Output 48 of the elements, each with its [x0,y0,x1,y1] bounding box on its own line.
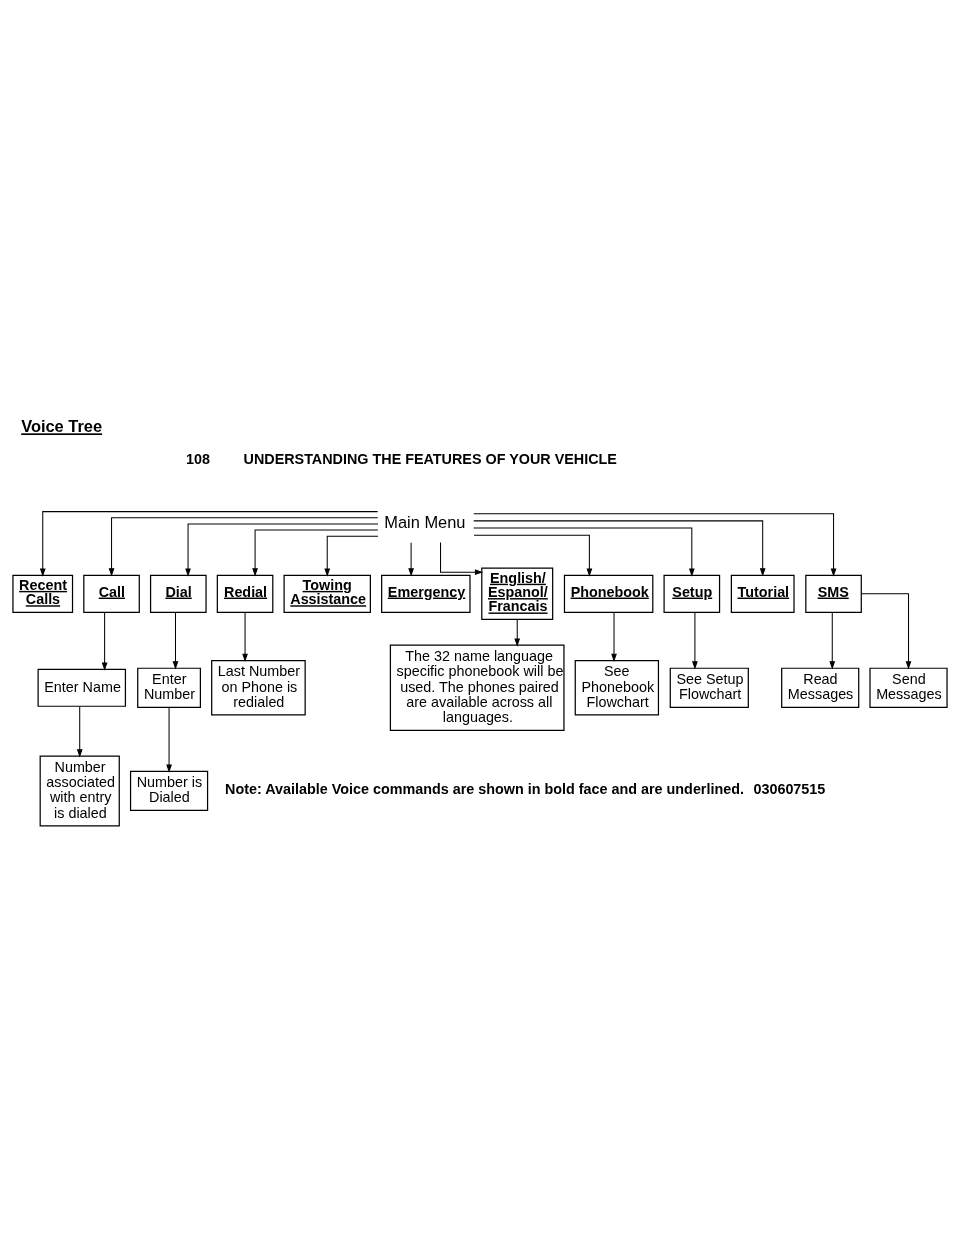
node-box: English/ Espanol/ Francais [481,567,554,621]
arrow [252,529,379,577]
arrow [172,611,179,670]
arrow [101,611,108,671]
label: UNDERSTANDING THE FEATURES OF YOUR VEHICLE [243,451,617,468]
label: 030607515 [753,780,826,797]
arrow [324,535,379,577]
arrow [473,513,837,577]
node-box: Call [83,574,140,613]
node-box: Number is Dialed [129,770,209,812]
node-box: Emergency [381,574,471,613]
arrow [829,611,836,670]
node-text: Main Menu [384,512,466,531]
arrow [76,706,83,758]
arrow [166,707,172,773]
node-box: SMS [805,574,862,613]
node-box: Enter Number [137,667,201,708]
arrow [473,534,593,577]
node-box: Read Messages [781,667,860,708]
label: Note: Available Voice commands are shown in bold face and are underlined. [225,780,744,797]
arrow [473,527,695,577]
arrow [860,593,912,670]
node-box: Send Messages [869,667,948,708]
arrow [692,611,698,670]
node-box: Redial [216,574,274,613]
node-box: See Setup Flowchart [669,667,749,708]
node-box: Last Number on Phone is redialed [211,659,306,716]
arrow [108,517,379,577]
node-box: Towing Assistance [283,574,371,613]
node-box: Phonebook [563,574,654,613]
node-box: See Phonebook Flowchart [574,659,660,716]
diagram-title: Voice Tree [21,417,103,436]
arrow [242,611,248,662]
arrow [473,520,766,577]
arrow [408,542,414,577]
node-box: Setup [663,574,721,613]
node-box: The 32 name language specific phonebook will be used. The phones paired are available across all languages. [389,644,565,731]
node-box: Enter Name [37,668,127,707]
node-box: Recent Calls [12,574,74,613]
node-box: Dial [149,574,207,613]
node-box: Tutorial [730,574,795,613]
node-box: Number associated with entry is dialed [39,755,120,827]
label: 108 [186,451,210,468]
arrow [611,611,617,662]
arrow [185,523,379,577]
arrow [440,541,484,576]
arrow [514,618,521,647]
arrow [39,511,379,577]
